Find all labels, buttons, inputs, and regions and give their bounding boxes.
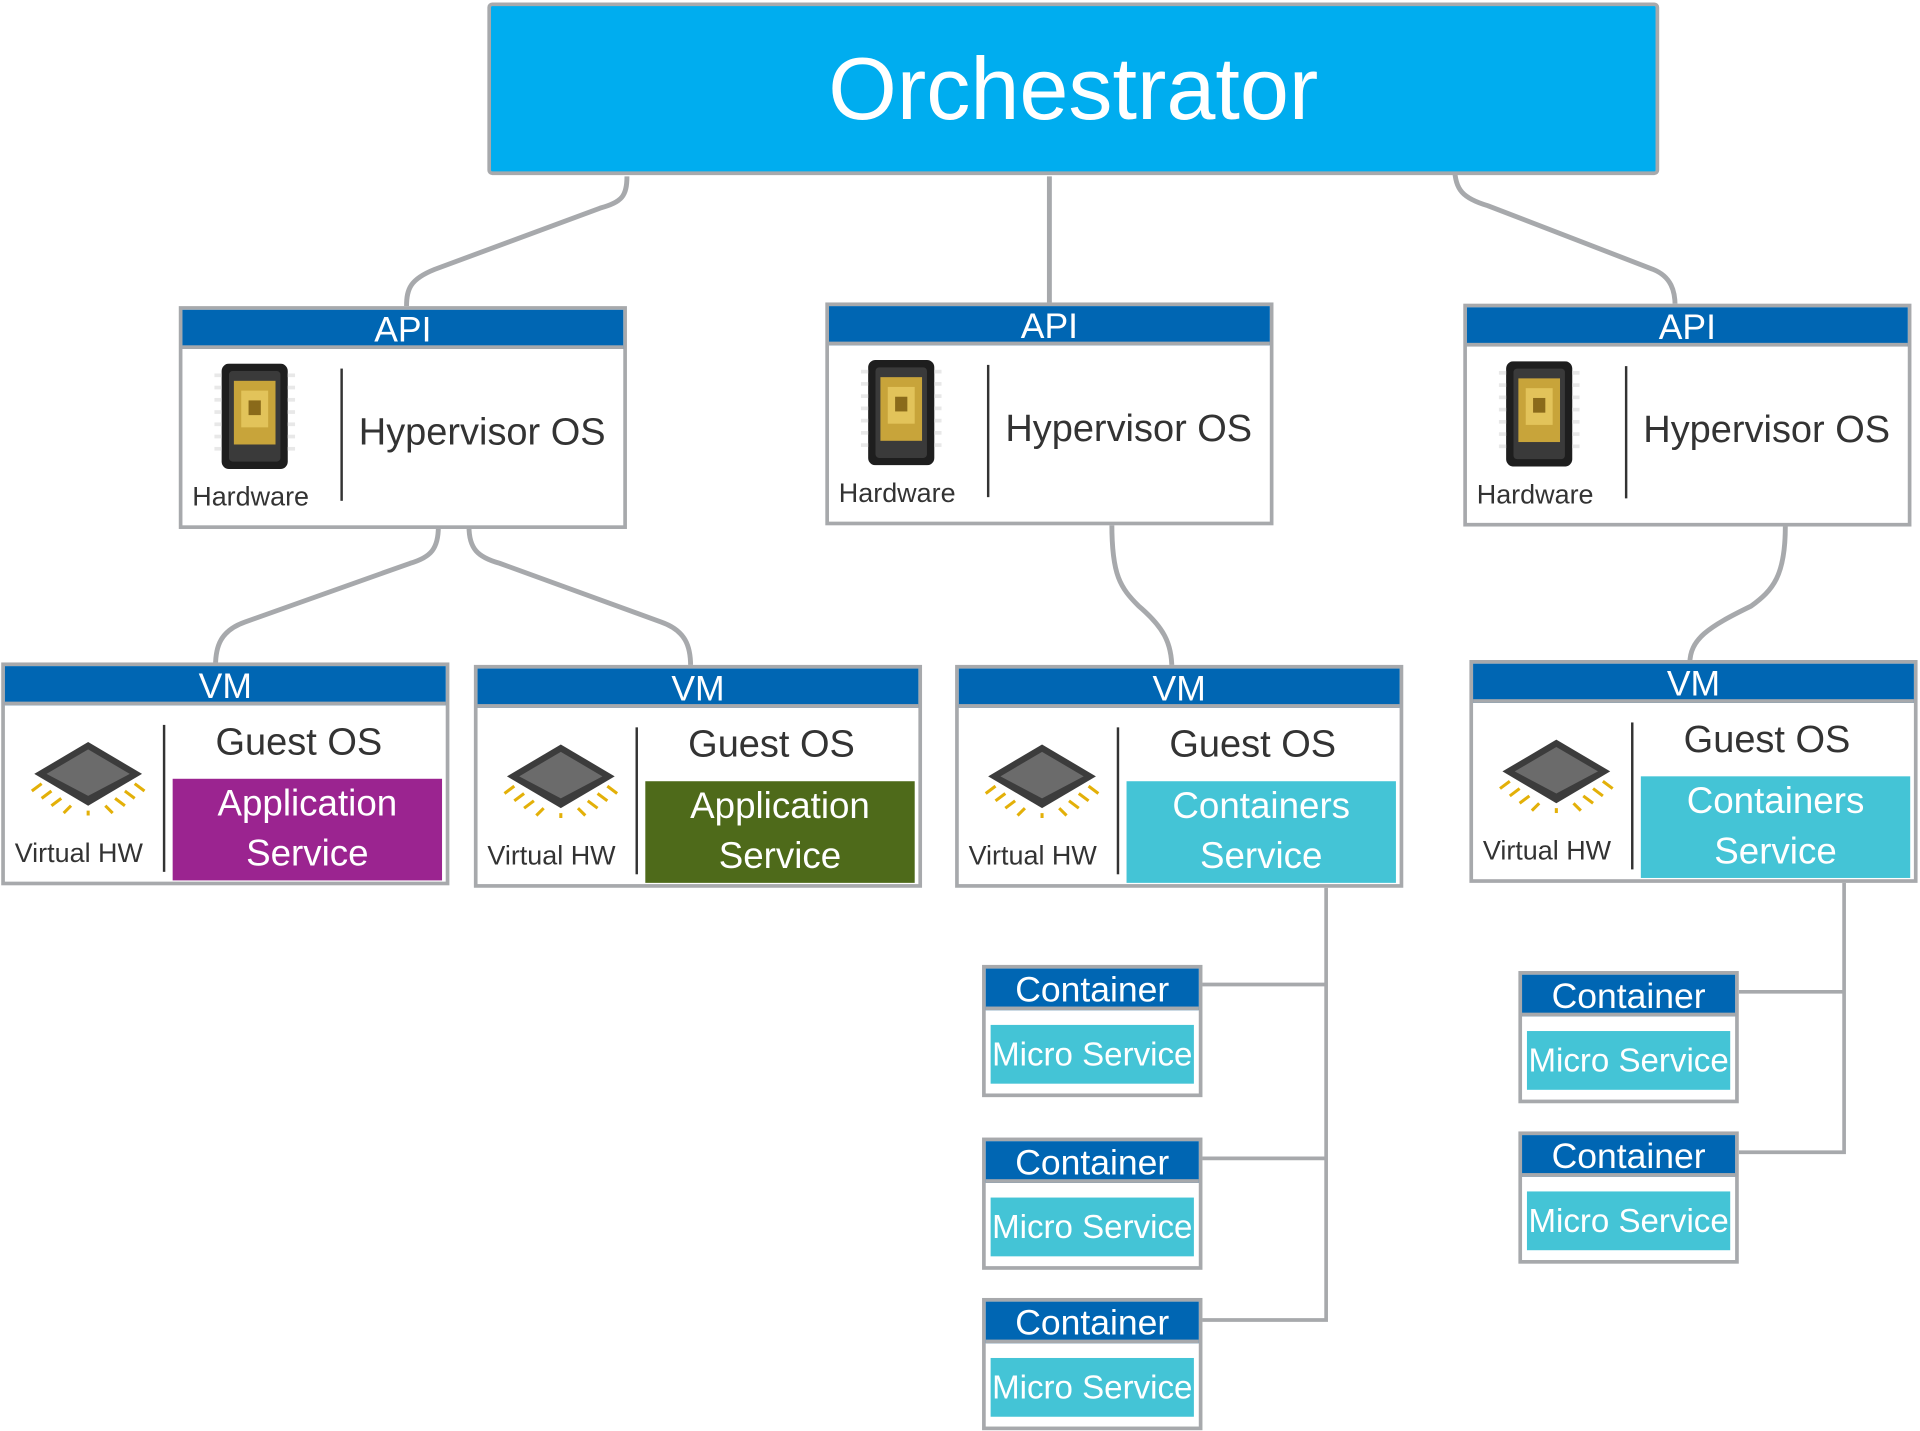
connector-orchestrator-host3 [1452, 167, 1678, 307]
service-line1: Containers [1172, 786, 1351, 827]
containers-service-block: Containers Service [1126, 781, 1396, 883]
vm-header: VM [958, 668, 1400, 709]
container-header: Container [985, 1301, 1199, 1344]
container-box: Container Micro Service [982, 1297, 1203, 1431]
vm-header: VM [477, 668, 919, 709]
orchestrator-box: Orchestrator [487, 2, 1660, 176]
service-line2: Service [246, 833, 369, 875]
service-line1: Containers [1686, 781, 1865, 822]
divider [1624, 366, 1628, 499]
hardware-label: Hardware [192, 481, 310, 512]
hardware-chip-icon [1498, 361, 1580, 467]
container-box: Container Micro Service [982, 964, 1203, 1098]
micro-service-block: Micro Service [990, 1024, 1194, 1084]
service-line2: Service [1714, 831, 1837, 872]
divider [986, 364, 990, 498]
container-box: Container Micro Service [982, 1137, 1203, 1270]
virtual-hw-label: Virtual HW [487, 840, 616, 871]
guest-os-label: Guest OS [215, 720, 383, 763]
container-header: Container [1522, 974, 1736, 1017]
guest-os-label: Guest OS [1169, 722, 1337, 766]
container-box: Container Micro Service [1518, 971, 1739, 1104]
divider [340, 368, 343, 501]
hypervisor-os-label: Hypervisor OS [1005, 406, 1253, 450]
containers-service-block: Containers Service [1640, 776, 1911, 878]
virtual-hw-label: Virtual HW [1482, 835, 1612, 866]
hardware-chip-icon [214, 363, 296, 469]
hardware-chip-icon [860, 360, 942, 466]
container-header: Container [985, 968, 1199, 1011]
divider [1631, 722, 1634, 870]
container-box: Container Micro Service [1518, 1131, 1739, 1264]
micro-service-block: Micro Service [990, 1197, 1194, 1257]
connector-host1-vm1 [213, 526, 441, 667]
virtual-hw-chip-icon [1499, 739, 1614, 814]
divider [635, 727, 638, 875]
guest-os-label: Guest OS [688, 722, 855, 766]
service-line1: Application [217, 783, 398, 825]
vm-box: VM Virtual HW Guest OS Containers Servic… [1469, 660, 1918, 883]
vm-header: VM [1473, 663, 1914, 704]
hypervisor-os-label: Hypervisor OS [1643, 407, 1891, 451]
application-service-block: Application Service [172, 778, 443, 881]
virtual-hw-chip-icon [30, 742, 146, 816]
virtual-hw-label: Virtual HW [14, 837, 143, 869]
virtual-hw-label: Virtual HW [968, 840, 1097, 871]
divider [1116, 727, 1120, 875]
host-box: API Hardware Hypervisor OS [1463, 303, 1912, 527]
orchestrator-label: Orchestrator [828, 39, 1319, 138]
vm-box: VM Virtual HW Guest OS Application Servi… [473, 664, 923, 888]
host-box: API Hardware Hypervisor OS [178, 306, 627, 529]
host-api-header: API [828, 306, 1270, 347]
connector-orchestrator-host1 [404, 176, 630, 307]
hypervisor-os-label: Hypervisor OS [358, 410, 606, 454]
virtual-hw-chip-icon [503, 744, 619, 818]
service-line1: Application [690, 786, 870, 827]
micro-service-block: Micro Service [1526, 1191, 1731, 1251]
guest-os-label: Guest OS [1683, 717, 1851, 761]
vm-box: VM Virtual HW Guest OS Containers Servic… [955, 664, 1404, 888]
connector-host2-vm3 [1109, 524, 1175, 669]
virtual-hw-chip-icon [984, 744, 1100, 818]
connector-host3-vm4 [1687, 526, 1788, 664]
application-service-block: Application Service [645, 781, 915, 883]
vm-box: VM Virtual HW Guest OS Application Servi… [1, 662, 450, 886]
service-line2: Service [718, 836, 842, 877]
host-api-header: API [1466, 307, 1908, 348]
divider [162, 724, 166, 872]
connector-vm4-containers [1738, 881, 1846, 1155]
container-header: Container [985, 1141, 1199, 1183]
hardware-label: Hardware [838, 477, 956, 509]
vm-header: VM [4, 666, 446, 707]
host-box: API Hardware Hypervisor OS [825, 302, 1274, 526]
micro-service-block: Micro Service [1526, 1031, 1731, 1090]
connector-host1-vm2 [466, 526, 694, 667]
connector-vm3-containers [1202, 884, 1328, 1322]
container-header: Container [1522, 1135, 1736, 1177]
hardware-label: Hardware [1476, 478, 1594, 510]
host-api-header: API [182, 309, 624, 350]
service-line2: Service [1199, 836, 1323, 877]
micro-service-block: Micro Service [990, 1357, 1194, 1417]
